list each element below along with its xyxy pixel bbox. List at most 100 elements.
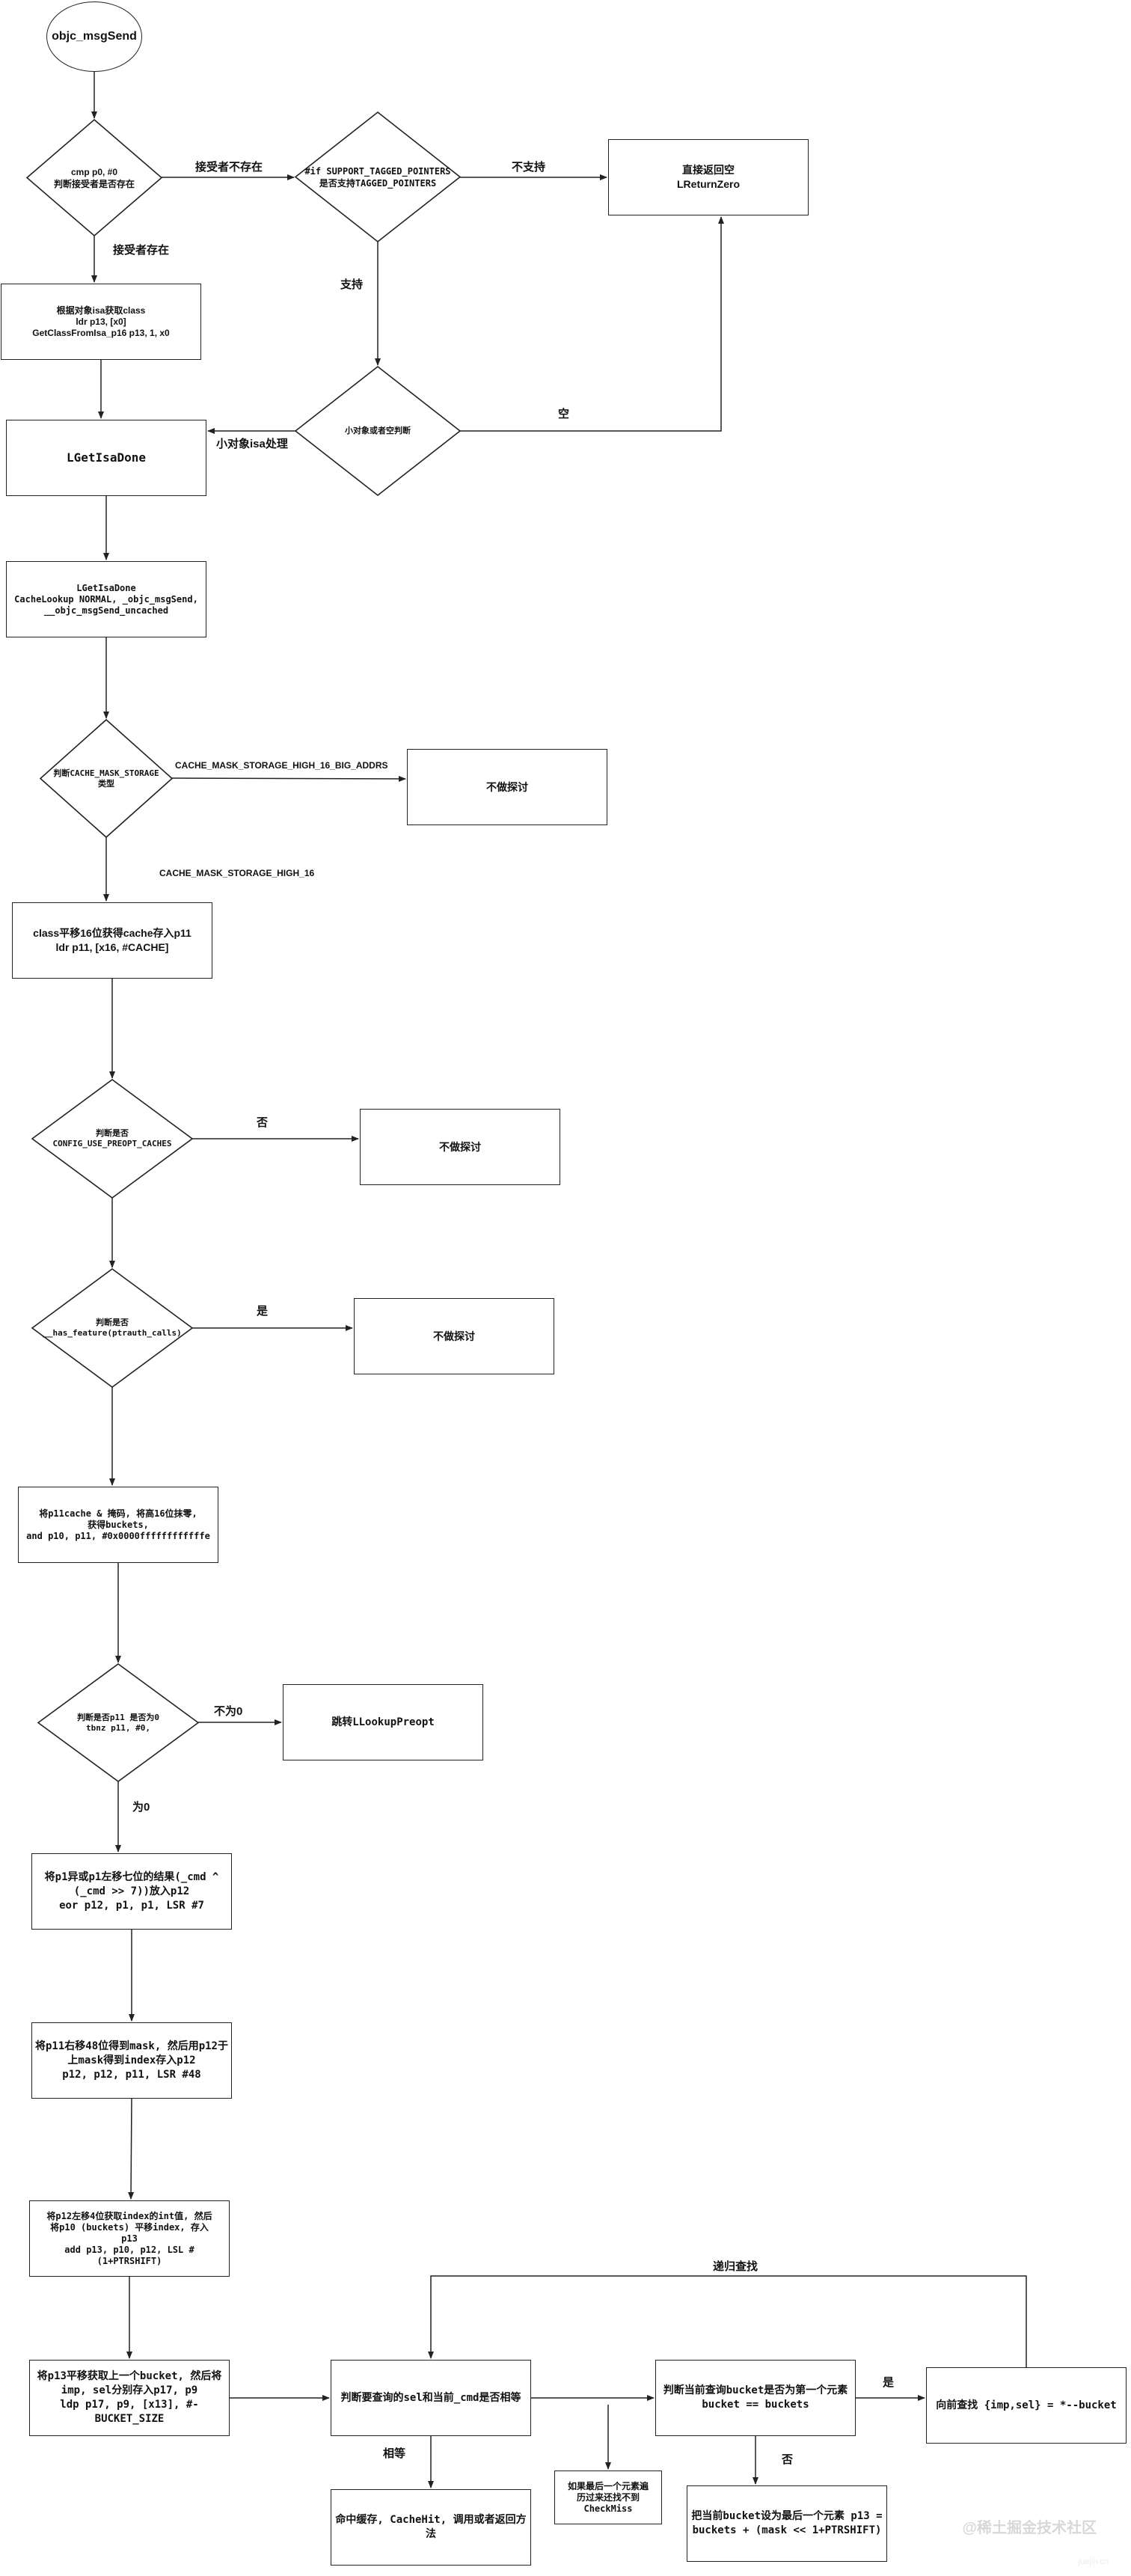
- watermark-sub: juejin.cn: [1078, 2557, 1109, 2566]
- p13-index-box: 将p12左移4位获取index的int值, 然后将p10 (buckets) 平…: [29, 2200, 230, 2277]
- buckets-box: 将p11cache & 掩码, 将高16位抹零,获得buckets,and p1…: [18, 1487, 218, 1563]
- start-node: objc_msgSend: [46, 1, 142, 72]
- node-text-line: 不做探讨: [439, 1140, 481, 1153]
- node-text-line: 将p11cache & 掩码, 将高16位抹零,: [39, 1508, 197, 1519]
- connector-arrow: [460, 216, 724, 432]
- compare-sel-box: 判断要查询的sel和当前_cmd是否相等: [331, 2360, 531, 2436]
- node-text-line: LGetIsaDone: [67, 450, 146, 465]
- node-text-line: LReturnZero: [677, 178, 740, 190]
- node-text-line: CONFIG_USE_PREOPT_CACHES: [52, 1139, 172, 1148]
- edge-label-first-yes: 是: [883, 2376, 895, 2389]
- node-text-line: 判断CACHE_MASK_STORAGE: [53, 768, 159, 778]
- node-text-line: 小对象或者空判断: [345, 426, 411, 435]
- edge-label-first-no: 否: [782, 2453, 794, 2466]
- edge-label-equal: 相等: [383, 2447, 406, 2460]
- decision-small-object: 小对象或者空判断: [295, 367, 460, 495]
- decision-diamond-shape: [294, 365, 462, 497]
- lgetisadone-box-1: LGetIsaDone: [6, 420, 206, 496]
- edge-label-empty: 空: [558, 408, 570, 420]
- node-text-line: 判断是否: [96, 1318, 129, 1327]
- node-text-line: add p13, p10, p12, LSL #: [64, 2244, 194, 2255]
- node-text-line: 历过来还找不到: [576, 2491, 640, 2503]
- watermark: @稀土掘金技术社区: [962, 2520, 1097, 2536]
- connector-arrow: [128, 2098, 135, 2200]
- edge-label-receiver-missing: 接受者不存在: [195, 161, 263, 174]
- node-text-line: buckets + (mask << 1+PTRSHIFT): [692, 2524, 882, 2536]
- edge-label-high16-big-addrs: CACHE_MASK_STORAGE_HIGH_16_BIG_ADDRS: [175, 760, 388, 771]
- node-text-line: GetClassFromIsa_p16 p13, 1, x0: [32, 327, 170, 338]
- no-explore-box-1: 不做探讨: [407, 749, 607, 825]
- node-text-line: imp, sel分别存入p17, p9: [61, 2384, 198, 2396]
- node-text-line: ldp p17, p9, [x13], #-: [60, 2399, 199, 2411]
- node-text-line: ldr p13, [x0]: [76, 316, 126, 327]
- node-text-line: 跳转LLookupPreopt: [331, 1716, 435, 1728]
- node-text-line: cmp p0, #0: [70, 166, 118, 177]
- node-text-line: 判断接受者是否存在: [53, 178, 135, 189]
- node-text-line: 将p12左移4位获取index的int值, 然后: [46, 2210, 212, 2221]
- edge-label-recursive: 递归查找: [713, 2260, 758, 2273]
- first-bucket-box: 判断当前查询bucket是否为第一个元素 bucket == buckets: [655, 2360, 856, 2436]
- node-text-line: 不做探讨: [433, 1330, 475, 1342]
- node-text-line: tbnz p11, #0,: [85, 1722, 151, 1733]
- node-text-line: eor p12, p1, p1, LSR #7: [59, 1899, 204, 1912]
- connector-arrow: [171, 775, 406, 782]
- node-text-line: 法: [426, 2528, 436, 2540]
- node-text-line: 是否支持TAGGED_POINTERS: [319, 177, 437, 189]
- node-text-line: LGetIsaDone: [76, 582, 136, 593]
- node-text-line: __has_feature(ptrauth_calls): [43, 1328, 182, 1338]
- forward-search-box: 向前查找 {imp,sel} = *--bucket: [926, 2367, 1127, 2444]
- node-text-line: (1+PTRSHIFT): [96, 2255, 162, 2266]
- return-zero-box: 直接返回空 LReturnZero: [608, 139, 809, 215]
- node-text-line: 直接返回空: [682, 164, 735, 176]
- node-text-line: 判断要查询的sel和当前_cmd是否相等: [340, 2391, 521, 2404]
- node-text-line: __objc_msgSend_uncached: [43, 605, 169, 616]
- edge-label-not-supported: 不支持: [512, 161, 546, 174]
- edge-label-small-object: 小对象isa处理: [216, 438, 288, 450]
- node-text-line: 上mask得到index存入p12: [67, 2054, 196, 2066]
- node-text-line: and p10, p11, #0x0000ffffffffffffe: [26, 1530, 210, 1541]
- edge-label-supported: 支持: [340, 278, 364, 291]
- node-text-line: 不做探讨: [486, 780, 528, 793]
- last-bucket-box: 把当前bucket设为最后一个元素 p13 =buckets + (mask <…: [687, 2485, 887, 2562]
- node-text-line: bucket == buckets: [702, 2399, 809, 2411]
- node-text-line: p13: [121, 2233, 138, 2244]
- node-text-line: BUCKET_SIZE: [94, 2413, 165, 2425]
- cache-hit-box: 命中缓存, CacheHit, 调用或者返回方法: [331, 2489, 531, 2566]
- node-text-line: 根据对象isa获取class: [56, 305, 146, 316]
- edge-label-is-zero: 为0: [132, 1801, 150, 1814]
- p12-sel-box: 将p1异或p1左移七位的结果(_cmd ^ (_cmd >> 7))放入p12 eo…: [31, 1853, 232, 1930]
- node-text-line: 将p10 (buckets) 平移index, 存入: [50, 2221, 209, 2233]
- node-text-line: 判断是否p11 是否为0: [76, 1712, 160, 1722]
- node-text-line: 将p1异或p1左移七位的结果(_cmd ^: [44, 1870, 219, 1883]
- node-text-line: (_cmd >> 7))放入p12: [73, 1885, 190, 1897]
- edge-label-receiver-exists: 接受者存在: [113, 244, 170, 257]
- lookup-preopt-box: 跳转LLookupPreopt: [283, 1684, 483, 1760]
- node-text-line: CheckMiss: [583, 2503, 633, 2514]
- node-text-line: 判断当前查询bucket是否为第一个元素: [663, 2384, 848, 2396]
- node-text-line: 命中缓存, CacheHit, 调用或者返回方: [335, 2514, 527, 2526]
- decision-ptrauth-calls: 判断是否__has_feature(ptrauth_calls): [32, 1269, 192, 1387]
- p12-mask-box: 将p11右移48位得到mask, 然后用p12于上mask得到index存入p1…: [31, 2022, 232, 2099]
- edge-label-ptrauth-yes: 是: [257, 1305, 269, 1318]
- node-text-line: #if SUPPORT_TAGGED_POINTERS: [304, 165, 451, 177]
- edge-label-preopt-no: 否: [257, 1116, 269, 1129]
- node-text-line: 判断是否: [96, 1128, 129, 1138]
- node-text-line: 将p13平移获取上一个bucket, 然后将: [37, 2370, 222, 2382]
- node-text-line: p12, p12, p11, LSR #48: [62, 2068, 201, 2081]
- node-text-line: 获得buckets,: [88, 1519, 149, 1530]
- node-text-line: 向前查找 {imp,sel} = *--bucket: [936, 2399, 1117, 2411]
- node-text-line: class平移16位获得cache存入p11: [33, 927, 191, 939]
- edge-label-not-zero: 不为0: [214, 1705, 243, 1718]
- edge-label-high16: CACHE_MASK_STORAGE_HIGH_16: [159, 868, 315, 878]
